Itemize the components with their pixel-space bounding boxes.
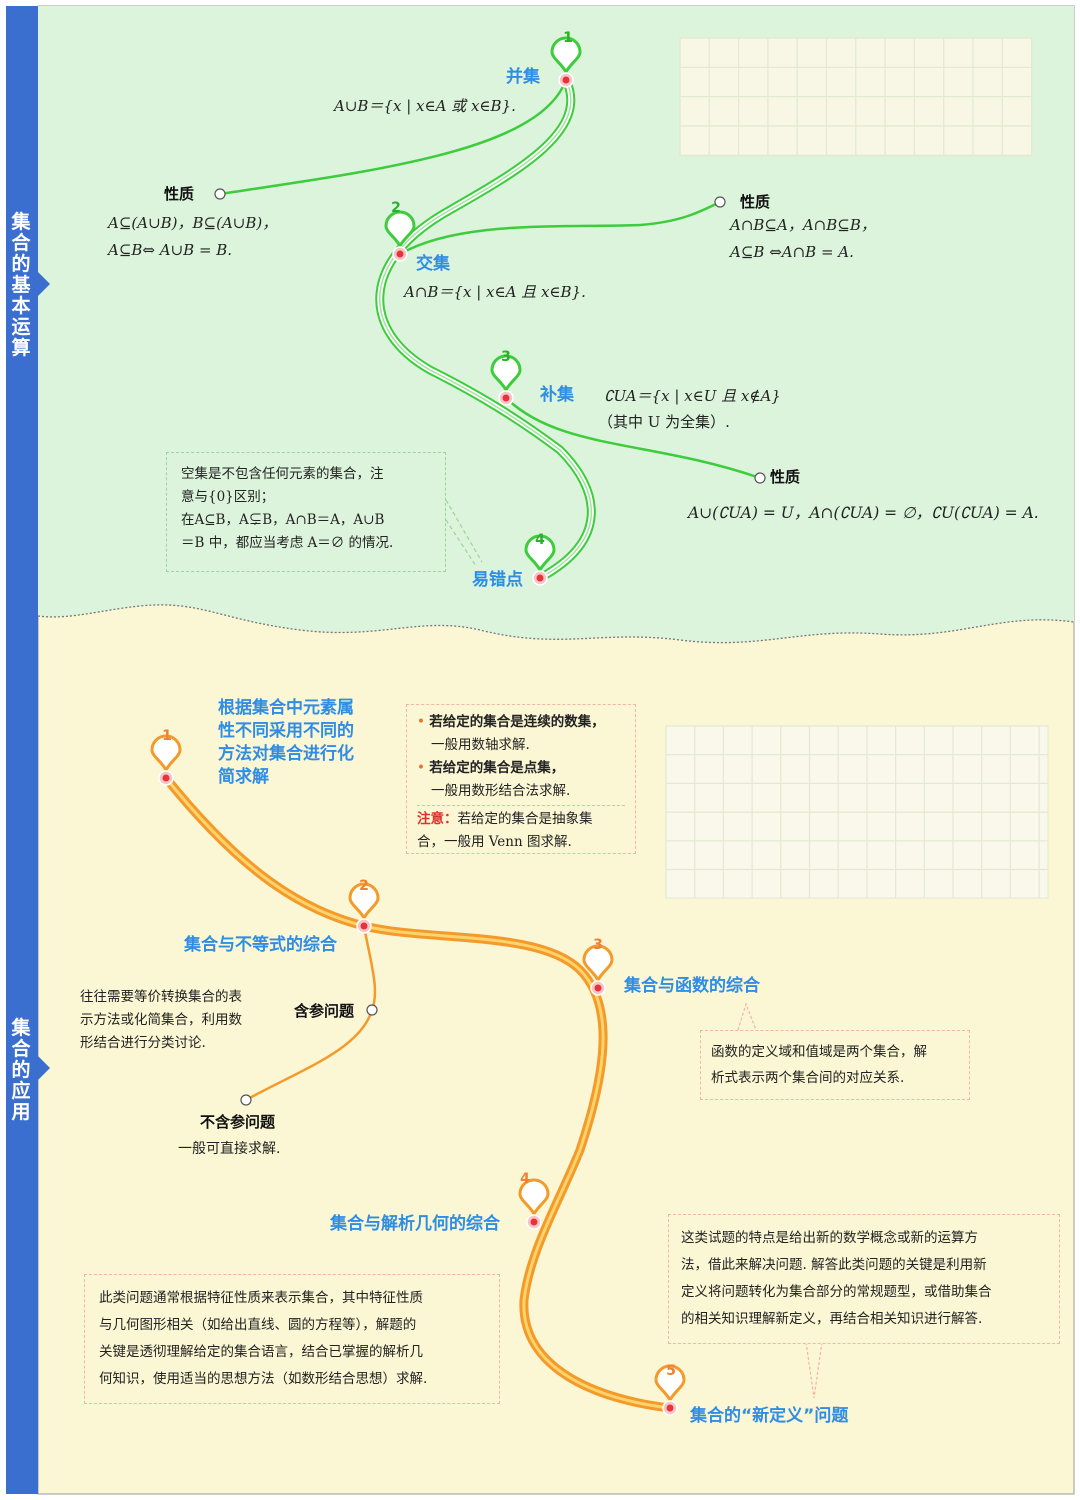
m2-noparam-text: 一般可直接求解. <box>178 1141 281 1157</box>
m5-box-line: 法，借此来解决问题. 解答此类问题的关键是利用新 <box>681 1257 987 1273</box>
m1-bullet2-sub: 一般用数形结合法求解. <box>431 783 571 799</box>
intersection-title: 交集 <box>416 254 450 274</box>
pitfall-title: 易错点 <box>472 570 523 590</box>
section2-side-label: 集合的应用 <box>11 1017 31 1123</box>
m1-title-line: 性不同采用不同的 <box>218 721 354 741</box>
m1-note-label: 注意： <box>417 811 458 827</box>
marker-number-m1: 1 <box>162 728 172 744</box>
pitfall-line: 在A⊆B，A⊊B，A∩B＝A，A∪B <box>181 512 385 528</box>
section1-side-label: 集合的基本运算 <box>11 211 31 359</box>
m4-box-line: 关键是透彻理解给定的集合语言，结合已掌握的解析几 <box>99 1344 423 1360</box>
m1-method-box: • 若给定的集合是连续的数集， 一般用数轴求解. • 若给定的集合是点集， 一般… <box>406 704 636 854</box>
union-formula: A∪B＝{x | x∈A 或 x∈B}. <box>334 97 516 115</box>
green-road <box>214 78 766 582</box>
m4-box-line: 何知识，使用适当的思想方法（如数形结合思想）求解. <box>99 1371 428 1387</box>
union-property-line1: A⊆(A∪B)，B⊆(A∪B)， <box>108 214 278 232</box>
m5-box-line: 的相关知识理解新定义，再结合相关知识进行解答. <box>681 1311 983 1327</box>
m4-box-line: 此类问题通常根据特征性质来表示集合，其中特征性质 <box>99 1290 423 1306</box>
m2-title: 集合与不等式的综合 <box>184 935 337 955</box>
m1-bullet1-text: 若给定的集合是连续的数集， <box>429 714 605 730</box>
m3-box-line: 函数的定义域和值域是两个集合，解 <box>711 1044 927 1060</box>
marker-number-complement: 3 <box>501 349 511 365</box>
marker-number-pitfall: 4 <box>535 532 545 548</box>
pitfall-line: 空集是不包含任何元素的集合，注 <box>181 466 384 482</box>
pitfall-line: 意与{0}区别； <box>181 489 275 505</box>
m1-bullet1: • 若给定的集合是连续的数集， <box>417 714 605 730</box>
intersection-property-title: 性质 <box>740 193 771 211</box>
complement-formula: ∁UA＝{x | x∈U 且 x∉A} <box>604 387 781 405</box>
marker-number-intersection: 2 <box>391 200 401 216</box>
marker-number-m5: 5 <box>666 1363 676 1379</box>
m1-bullet2-text: 若给定的集合是点集， <box>429 760 565 776</box>
m1-note-text2: 合，一般用 Venn 图求解. <box>417 834 572 850</box>
m3-box: 函数的定义域和值域是两个集合，解 析式表示两个集合间的对应关系. <box>700 1030 970 1100</box>
m1-note-text: 若给定的集合是抽象集 <box>457 811 593 827</box>
m2-param-title: 含参问题 <box>294 1002 355 1020</box>
pitfall-box: 空集是不包含任何元素的集合，注 意与{0}区别； 在A⊆B，A⊊B，A∩B＝A，… <box>166 452 446 572</box>
marker-number-union: 1 <box>563 30 573 46</box>
m1-title-line: 根据集合中元素属 <box>218 698 354 718</box>
m2-param-line: 形结合进行分类讨论. <box>80 1035 206 1051</box>
complement-title: 补集 <box>540 385 574 405</box>
intersection-property-line2: A⊆B ⇔A∩B = A. <box>730 243 854 261</box>
union-title: 并集 <box>506 67 540 87</box>
intersection-property-line1: A∩B⊆A，A∩B⊆B， <box>730 216 876 234</box>
m4-box-line: 与几何图形相关（如给出直线、圆的方程等），解题的 <box>99 1317 417 1333</box>
m1-title-line: 方法对集合进行化 <box>218 744 354 764</box>
m1-title: 根据集合中元素属 性不同采用不同的 方法对集合进行化 简求解 <box>218 697 354 789</box>
m1-bullet1-sub: 一般用数轴求解. <box>431 737 530 753</box>
m2-noparam-title: 不含参问题 <box>200 1113 276 1131</box>
union-property-line2: A⊆B⇔ A∪B = B. <box>108 241 233 259</box>
orange-road <box>162 775 823 1413</box>
marker-number-m2: 2 <box>359 878 369 894</box>
m5-title: 集合的“新定义”问题 <box>690 1406 849 1426</box>
m1-bullet2: • 若给定的集合是点集， <box>417 760 565 776</box>
complement-property-line1: A∪(∁UA) = U，A∩(∁UA) = ∅，∁U(∁UA) = A. <box>688 504 1039 522</box>
marker-number-m3: 3 <box>593 937 603 953</box>
complement-formula-note: （其中 U 为全集）. <box>598 413 730 431</box>
intersection-formula: A∩B＝{x | x∈A 且 x∈B}. <box>404 283 586 301</box>
m5-box-line: 定义将问题转化为集合部分的常规题型，或借助集合 <box>681 1284 992 1300</box>
m4-title: 集合与解析几何的综合 <box>330 1214 500 1234</box>
m2-param-text: 往往需要等价转换集合的表 示方法或化简集合，利用数 形结合进行分类讨论. <box>80 986 242 1055</box>
m3-box-line: 析式表示两个集合间的对应关系. <box>711 1070 905 1086</box>
pitfall-line: ＝B 中，都应当考虑 A＝∅ 的情况. <box>181 535 394 551</box>
side-arrows <box>38 272 50 1080</box>
m2-param-line: 往往需要等价转换集合的表 <box>80 989 242 1005</box>
m2-param-line: 示方法或化简集合，利用数 <box>80 1012 242 1028</box>
m4-box: 此类问题通常根据特征性质来表示集合，其中特征性质 与几何图形相关（如给出直线、圆… <box>84 1274 500 1404</box>
complement-property-title: 性质 <box>770 468 801 486</box>
side-bar <box>6 6 38 1494</box>
m1-note: 注意：若给定的集合是抽象集 <box>417 805 625 831</box>
marker-number-m4: 4 <box>520 1171 530 1187</box>
union-property-title: 性质 <box>164 185 195 203</box>
m3-title: 集合与函数的综合 <box>624 976 760 996</box>
m5-box-line: 这类试题的特点是给出新的数学概念或新的运算方 <box>681 1230 978 1246</box>
m5-box: 这类试题的特点是给出新的数学概念或新的运算方 法，借此来解决问题. 解答此类问题… <box>668 1214 1060 1344</box>
m1-title-line: 简求解 <box>218 767 269 787</box>
